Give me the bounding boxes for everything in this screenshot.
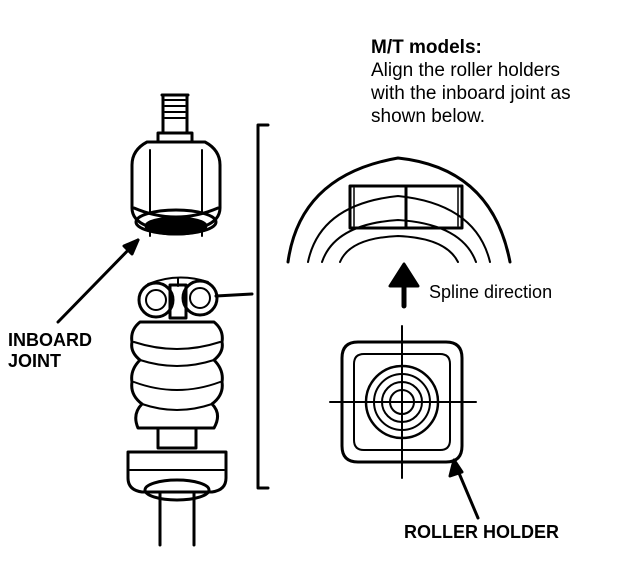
inboard-joint-leader [56, 238, 140, 324]
roller-holder-leader [448, 458, 480, 520]
spline-direction-label: Spline direction [429, 282, 553, 302]
boot-band [126, 450, 228, 494]
inboard-joint-label-line-2: JOINT [8, 351, 62, 371]
grouping-bracket [256, 123, 270, 490]
tripod-rollers [137, 276, 219, 320]
drive-shaft [143, 478, 211, 547]
inboard-joint-housing [130, 140, 222, 237]
inboard-joint-label-line-1: INBOARD [8, 330, 92, 350]
spline-direction-arrow [388, 262, 420, 309]
instruction-note: M/T models: Align the roller holders wit… [371, 36, 571, 128]
tripod-leader-line [214, 292, 254, 298]
note-line-2: with the inboard joint as [371, 83, 571, 104]
inboard-joint-label: INBOARD JOINT [8, 330, 92, 372]
note-line-3: shown below. [371, 106, 486, 127]
note-line-1: Align the roller holders [371, 60, 561, 81]
shaft-spline-stub [156, 93, 194, 144]
housing-detail-view [286, 156, 512, 264]
note-heading: M/T models: [371, 37, 482, 58]
roller-holder-view [329, 325, 477, 479]
roller-holder-label: ROLLER HOLDER [404, 522, 559, 542]
cv-boot [130, 320, 224, 450]
